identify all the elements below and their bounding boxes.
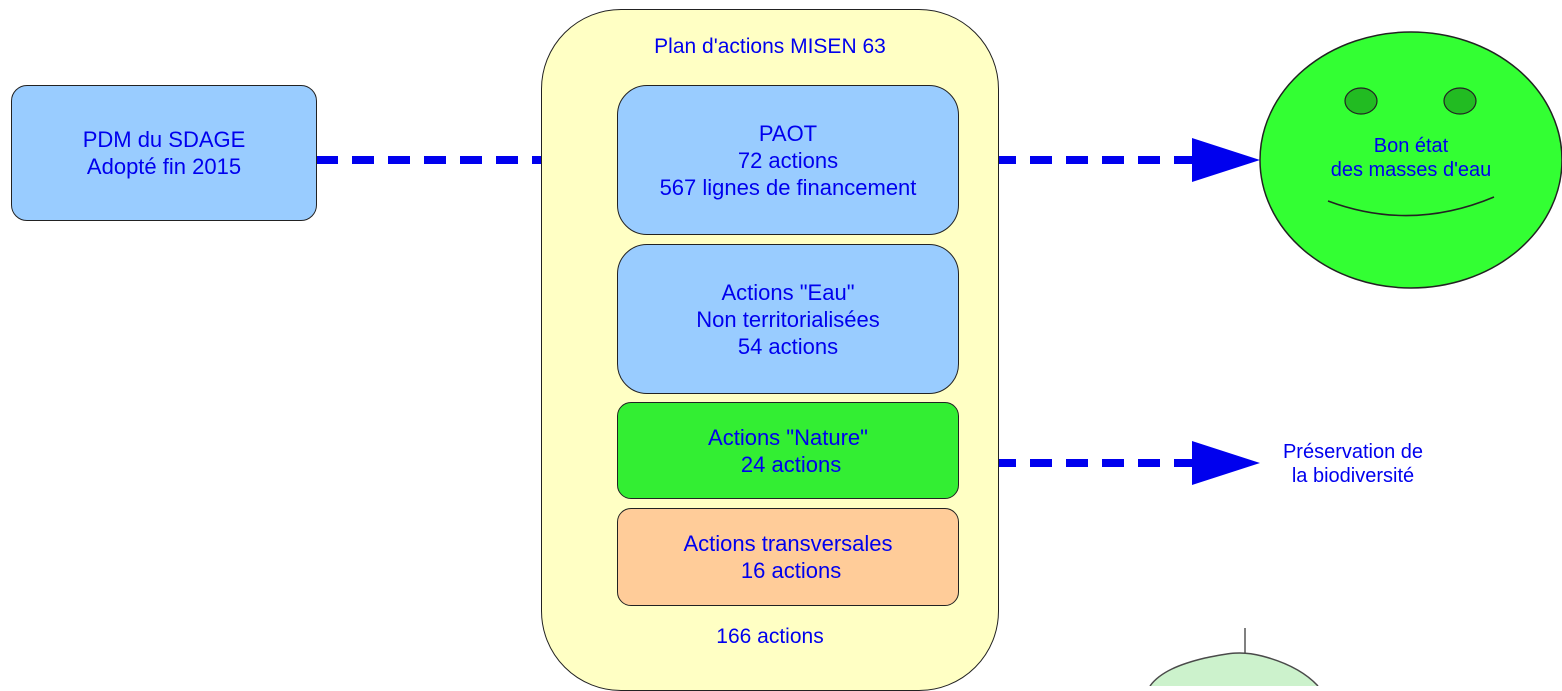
transversales-line-2: 16 actions	[734, 558, 842, 583]
source-line-2: Adopté fin 2015	[86, 154, 242, 179]
smiley-face-icon	[1259, 31, 1562, 289]
arrow-nature-to-biodiversity	[958, 441, 1260, 485]
eau-line-1: Actions "Eau"	[721, 279, 855, 305]
outcome-line-2: des masses d'eau	[1330, 159, 1492, 181]
plan-title: Plan d'actions MISEN 63	[654, 35, 886, 58]
eau-box: Actions "Eau" Non territorialisées 54 ac…	[617, 244, 959, 394]
paot-box: PAOT 72 actions 567 lignes de financemen…	[617, 85, 959, 235]
plan-total: 166 actions	[716, 625, 824, 648]
smile-mouth	[1327, 196, 1495, 217]
paot-line-1: PAOT	[758, 120, 818, 146]
arrow-paot-to-outcome	[958, 138, 1260, 182]
biodiversity-label: Préservation de la biodiversité	[1273, 440, 1433, 488]
paot-line-2: 72 actions	[737, 147, 839, 173]
nature-line-2: 24 actions	[734, 451, 842, 477]
left-eye	[1344, 87, 1378, 115]
transversales-box: Actions transversales 16 actions	[617, 508, 959, 606]
eau-line-3: 54 actions	[737, 333, 839, 359]
paot-line-3: 567 lignes de financement	[659, 174, 917, 200]
transversales-line-1: Actions transversales	[683, 531, 893, 556]
biodiversity-line-2: la biodiversité	[1291, 465, 1415, 487]
source-line-1: PDM du SDAGE	[82, 127, 246, 152]
nature-line-1: Actions "Nature"	[708, 424, 868, 450]
source-box-pdm: PDM du SDAGE Adopté fin 2015	[11, 85, 317, 221]
biodiversity-line-1: Préservation de	[1282, 441, 1424, 463]
right-eye	[1443, 87, 1477, 115]
outcome-label: Bon état des masses d'eau	[1311, 134, 1511, 182]
eau-line-2: Non territorialisées	[696, 306, 880, 332]
tree-icon	[1149, 628, 1319, 686]
nature-box: Actions "Nature" 24 actions	[617, 402, 959, 499]
outcome-line-1: Bon état	[1373, 135, 1449, 157]
